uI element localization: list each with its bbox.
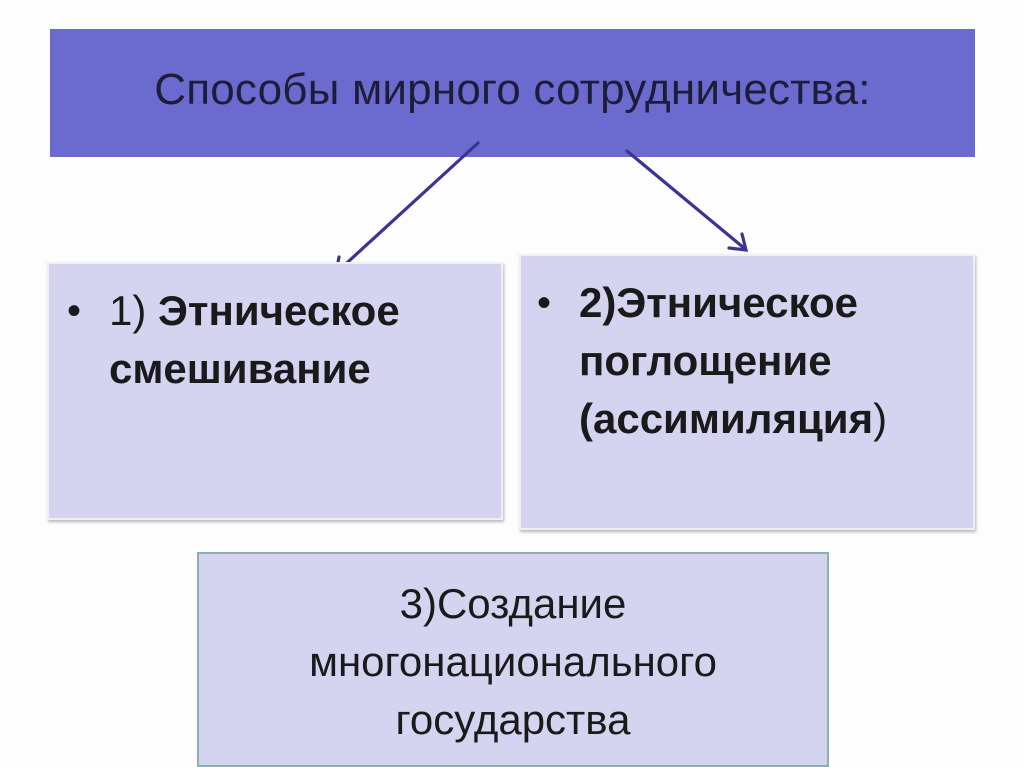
method-box-assimilation: • 2)Этническое поглощение (ассимиляция): [519, 254, 975, 530]
method-label-end: ): [873, 395, 888, 442]
method-text: 3)Создание многонационального государств…: [309, 575, 717, 749]
title-bar: Способы мирного сотрудничества:: [50, 29, 975, 157]
method-text: 1) Этническое смешивание: [109, 282, 481, 398]
bullet-item: • 1) Этническое смешивание: [67, 282, 481, 398]
method-number: 1): [109, 287, 159, 334]
method-line-3: государства: [395, 695, 631, 743]
method-line-2: многонационального: [309, 637, 717, 685]
method-label: Этническое смешивание: [109, 287, 400, 392]
method-box-ethnic-mixing: • 1) Этническое смешивание: [47, 262, 503, 520]
slide-title: Способы мирного сотрудничества:: [154, 65, 871, 114]
bullet-item: • 2)Этническое поглощение (ассимиляция): [537, 274, 953, 448]
method-label: 2)Этническое поглощение (ассимиляция: [579, 279, 874, 442]
bullet-icon: •: [67, 289, 82, 333]
method-line-1: 3)Создание: [399, 579, 627, 627]
method-box-multinational-state: 3)Создание многонационального государств…: [197, 552, 829, 767]
method-text: 2)Этническое поглощение (ассимиляция): [579, 274, 953, 448]
bullet-icon: •: [537, 281, 552, 325]
